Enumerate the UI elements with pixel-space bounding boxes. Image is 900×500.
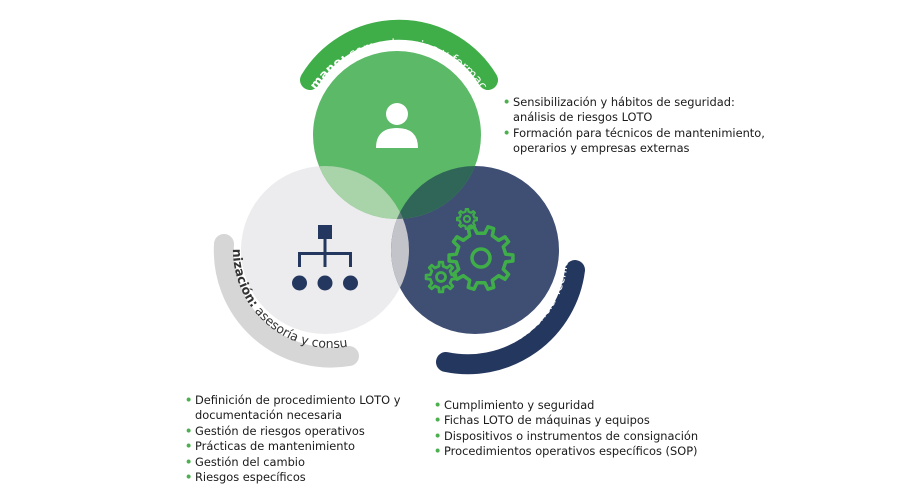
- list-item: Formación para técnicos de mantenimiento…: [503, 126, 803, 157]
- list-item: Sensibilización y hábitos de seguridad:a…: [503, 95, 803, 126]
- gear-outline: [456, 208, 478, 230]
- person-icon: [376, 103, 418, 148]
- gear-outline: [424, 260, 458, 294]
- list-item: Prácticas de mantenimiento: [185, 439, 445, 455]
- organization-bullet-list: Definición de procedimiento LOTO y docum…: [185, 393, 445, 486]
- overlap-human-organization: [313, 166, 409, 219]
- technical-label-arc: [436, 260, 585, 375]
- overlap-human-technical: [391, 166, 481, 219]
- organization-label-arc: [213, 234, 359, 368]
- list-item: Gestión de riesgos operativos: [185, 424, 445, 440]
- technical-bullet-list: Cumplimiento y seguridad Fichas LOTO de …: [434, 398, 734, 460]
- list-item: Fichas LOTO de máquinas y equipos: [434, 413, 734, 429]
- gear-hole: [435, 271, 447, 283]
- org-chart-icon: [292, 225, 358, 291]
- human-label-arc: [300, 19, 498, 90]
- list-item: Procedimientos operativos específicos (S…: [434, 444, 734, 460]
- list-item: Riesgos específicos: [185, 470, 445, 486]
- list-item: Gestión del cambio: [185, 455, 445, 471]
- gear-outline: [447, 225, 515, 291]
- list-item: Definición de procedimiento LOTO y docum…: [185, 393, 445, 424]
- list-item: Dispositivos o instrumentos de consignac…: [434, 429, 734, 445]
- list-item: Cumplimiento y seguridad: [434, 398, 734, 414]
- gear-hole: [470, 247, 492, 269]
- human-bullet-list: Sensibilización y hábitos de seguridad:a…: [503, 95, 803, 157]
- gear-hole: [462, 214, 472, 224]
- gears-icon: [424, 208, 515, 294]
